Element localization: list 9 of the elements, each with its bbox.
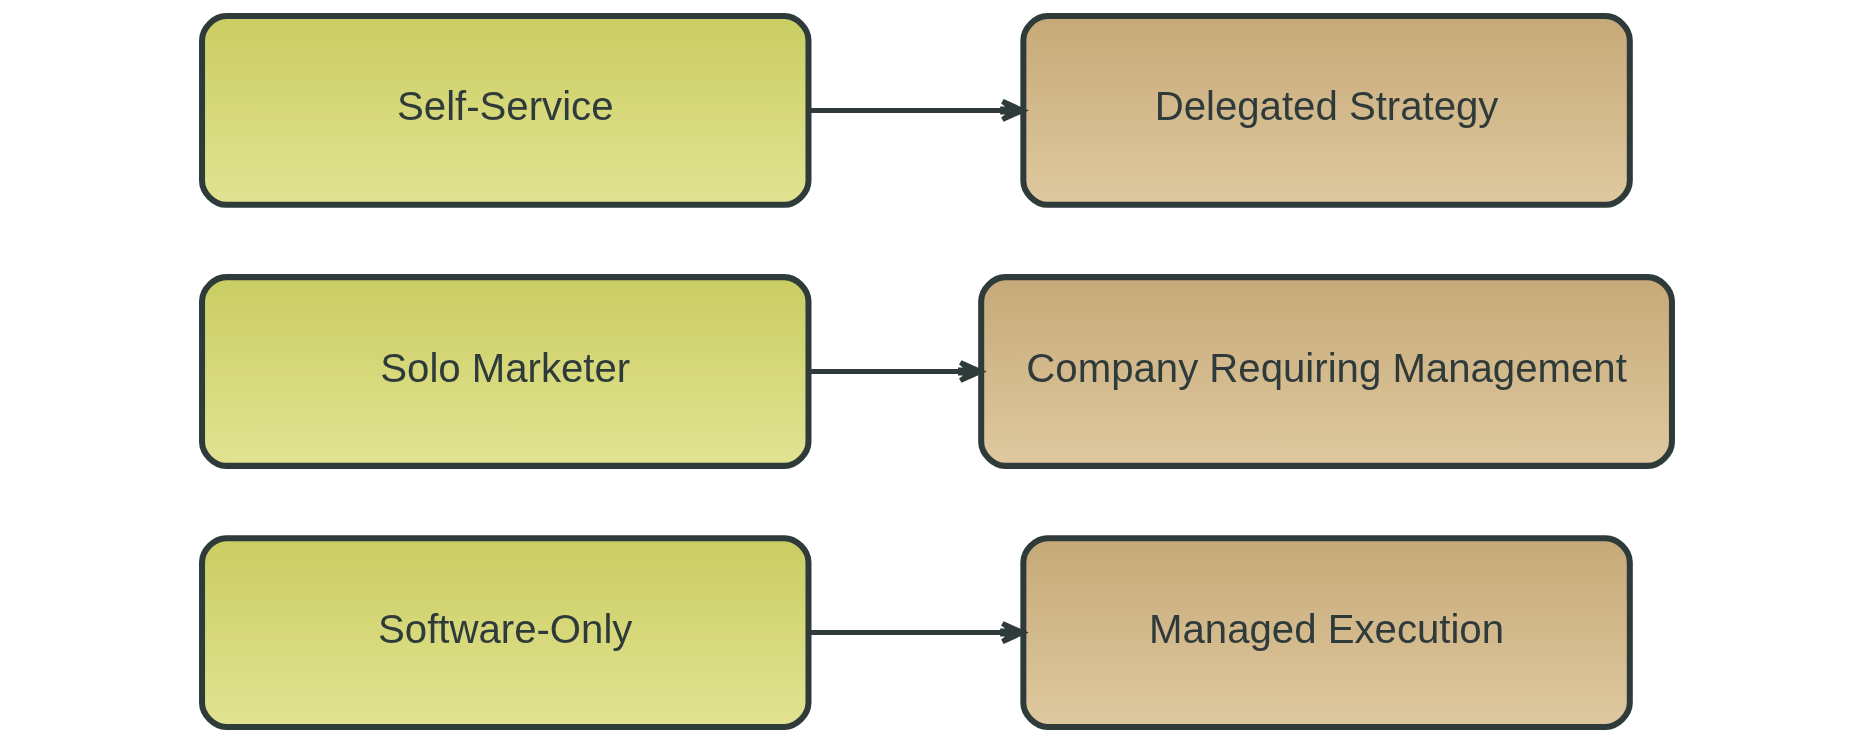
arrow [808,98,1026,122]
node-box: Solo Marketer [199,274,812,469]
node-box: Software-Only [199,535,812,730]
node-box: Delegated Strategy [1020,13,1633,208]
node-box: Self-Service [199,13,812,208]
arrow [808,621,1026,645]
node-box: Company Requiring Management [978,274,1675,469]
node-box: Managed Execution [1020,535,1633,730]
arrow [808,359,984,384]
